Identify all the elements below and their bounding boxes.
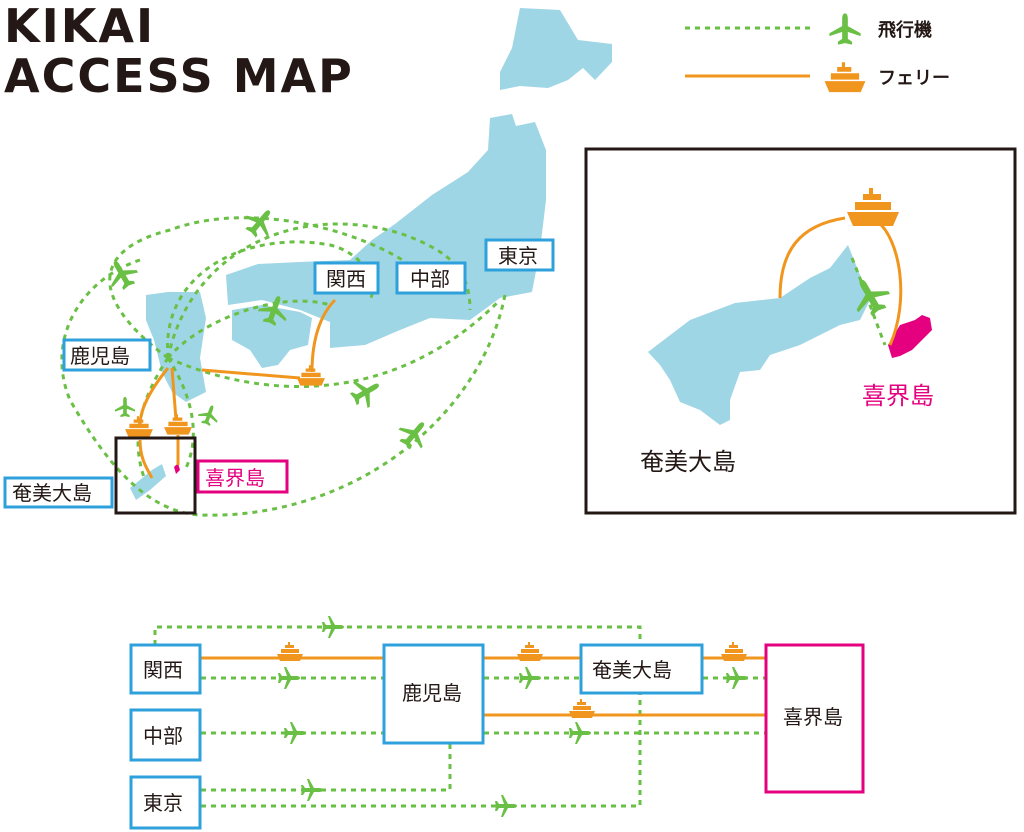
map-label-kagoshima: 鹿児島 <box>62 338 152 372</box>
map-label-chubu: 中部 <box>395 261 467 295</box>
node-tokyo-label: 東京 <box>143 791 183 815</box>
map-label-kikai-text: 喜界島 <box>205 466 265 490</box>
ferry-icon <box>824 62 866 93</box>
node-kansai-label: 関西 <box>143 658 183 682</box>
map-label-kansai: 関西 <box>313 261 380 295</box>
inset-map: 喜界島 奄美大島 <box>584 147 1017 515</box>
legend: 飛行機 フェリー <box>685 13 950 93</box>
node-chubu: 中部 <box>129 708 202 762</box>
node-amami: 奄美大島 <box>579 643 704 695</box>
node-kikai-label: 喜界島 <box>783 705 843 729</box>
node-amami-label: 奄美大島 <box>592 658 672 682</box>
node-kikai: 喜界島 <box>764 643 865 794</box>
legend-ferry-label: フェリー <box>878 68 950 89</box>
map-label-amami: 奄美大島 <box>3 476 114 509</box>
node-tokyo: 東京 <box>129 775 202 830</box>
airplane-icon <box>829 13 861 45</box>
map-ferry-routes <box>125 298 337 479</box>
map-label-kansai-text: 関西 <box>326 267 366 291</box>
map-label-tokyo: 東京 <box>484 238 555 272</box>
node-kagoshima: 鹿児島 <box>382 643 485 745</box>
hokkaido <box>500 8 612 90</box>
route-diagram: 関西 中部 東京 鹿児島 奄美大島 喜界島 <box>129 616 865 830</box>
map-label-tokyo-text: 東京 <box>498 244 538 268</box>
node-kansai: 関西 <box>129 643 202 695</box>
kikai-island <box>888 315 932 358</box>
map-label-amami-text: 奄美大島 <box>12 481 92 505</box>
legend-airplane-label: 飛行機 <box>878 19 932 41</box>
map-label-chubu-text: 中部 <box>410 267 450 291</box>
title-line-2: ACCESS MAP <box>4 49 354 103</box>
amami-island <box>648 245 870 425</box>
map-air-routes <box>60 201 507 517</box>
kyushu <box>146 292 206 402</box>
map-label-kagoshima-text: 鹿児島 <box>70 344 130 368</box>
node-kagoshima-label: 鹿児島 <box>402 681 462 705</box>
map-label-kikai: 喜界島 <box>196 459 289 494</box>
inset-indicator-box <box>114 436 197 515</box>
shikoku <box>232 305 312 368</box>
inset-label-amami: 奄美大島 <box>640 448 736 476</box>
kikai-small <box>174 463 180 474</box>
node-chubu-label: 中部 <box>143 724 183 748</box>
title-line-1: KIKAI <box>4 0 155 53</box>
inset-label-kikai: 喜界島 <box>862 382 934 410</box>
